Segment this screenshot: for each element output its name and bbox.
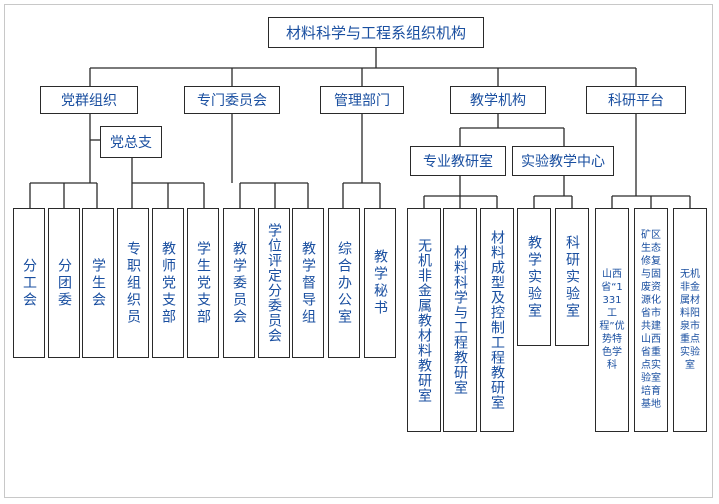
- full-time-organizer-box: 专职组织员: [117, 208, 149, 358]
- student-party-branch-box: 学生党支部: [187, 208, 219, 358]
- yangquan-key-lab-box: 无机非金属材料阳泉市重点实验室: [673, 208, 707, 432]
- branch-union-box: 分工会: [13, 208, 45, 358]
- general-office-box: 综合办公室: [328, 208, 360, 358]
- inorganic-nonmetal-office-box: 无机非金属教材料教研室: [407, 208, 441, 432]
- teaching-secretary-box: 教学秘书: [364, 208, 396, 358]
- mse-office-box: 材料科学与工程教研室: [443, 208, 477, 432]
- org-title: 材料科学与工程系组织机构: [268, 17, 484, 48]
- teacher-party-branch-box: 教师党支部: [152, 208, 184, 358]
- branch-league-box: 分团委: [48, 208, 80, 358]
- experiment-teaching-center-box: 实验教学中心: [512, 146, 614, 176]
- professional-teaching-office-box: 专业教研室: [410, 146, 506, 176]
- teaching-committee-box: 教学委员会: [223, 208, 255, 358]
- teaching-supervision-group-box: 教学督导组: [292, 208, 324, 358]
- teaching-institutions-box: 教学机构: [450, 86, 546, 114]
- management-departments-box: 管理部门: [320, 86, 404, 114]
- party-general-branch-box: 党总支: [100, 126, 162, 158]
- diagram-frame: [4, 4, 713, 498]
- mine-ecology-lab-box: 矿区生态修复与固废资源化省市共建山西省重点实验室培育基地: [634, 208, 668, 432]
- party-organization-box: 党群组织: [40, 86, 138, 114]
- student-union-box: 学生会: [82, 208, 114, 358]
- research-platform-box: 科研平台: [586, 86, 686, 114]
- special-committees-box: 专门委员会: [184, 86, 280, 114]
- degree-subcommittee-box: 学位评定分委员会: [258, 208, 290, 358]
- shanxi-discipline-box: 山西省“1331工程”优势特色学科: [595, 208, 629, 432]
- forming-control-office-box: 材料成型及控制工程教研室: [480, 208, 514, 432]
- research-lab-box: 科研实验室: [555, 208, 589, 346]
- teaching-lab-box: 教学实验室: [517, 208, 551, 346]
